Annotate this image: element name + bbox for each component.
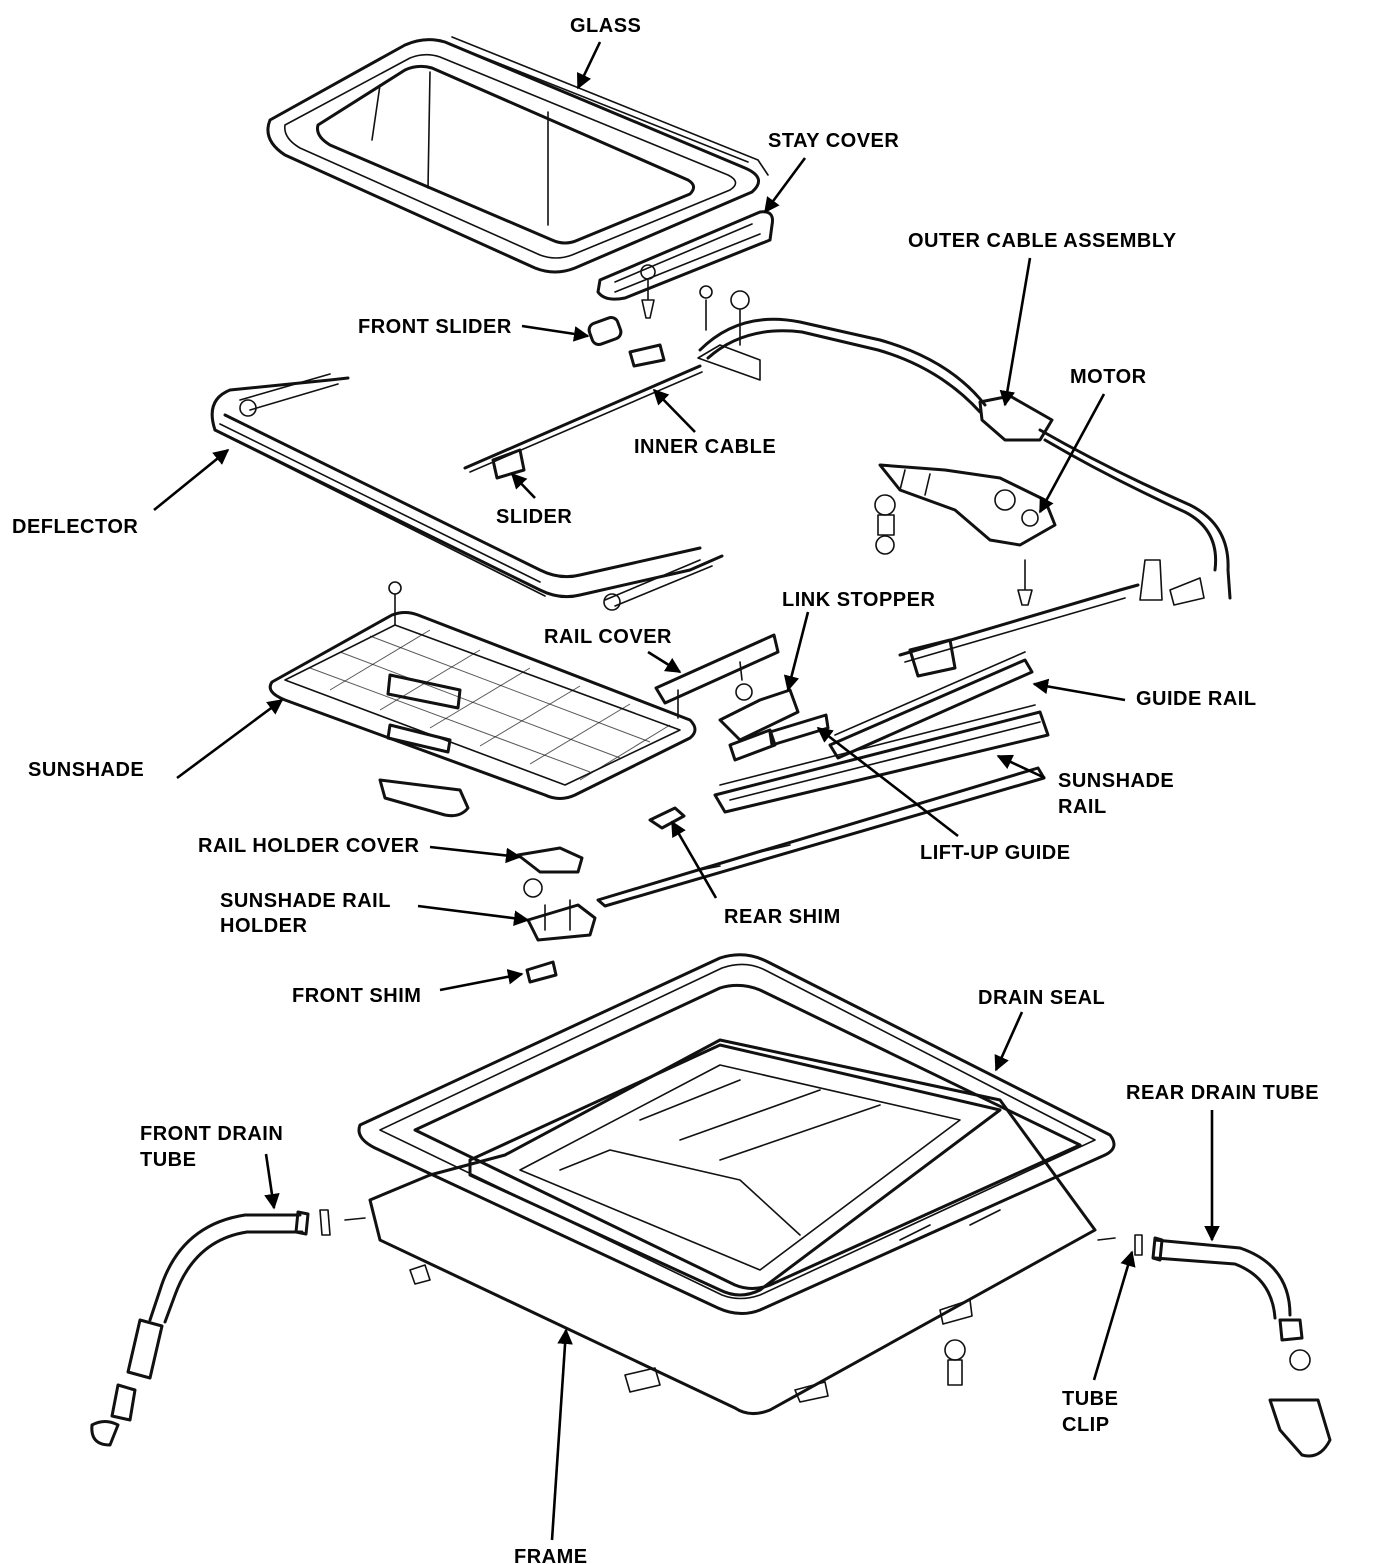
- label-sunshade: SUNSHADE: [28, 759, 144, 781]
- label-rear-shim: REAR SHIM: [724, 906, 841, 928]
- leader-drain-seal: [994, 1011, 1024, 1072]
- label-outer-cable-assembly: OUTER CABLE ASSEMBLY: [908, 230, 1177, 252]
- front-drain-tube-part: [90, 1209, 331, 1447]
- leader-glass: [576, 41, 602, 90]
- label-front-drain-tube-line1: FRONT DRAIN: [140, 1123, 283, 1145]
- part-labels: GLASS STAY COVER OUTER CABLE ASSEMBLY FR…: [12, 15, 1319, 1564]
- leader-guide-rail: [1032, 678, 1126, 702]
- label-lift-up-guide: LIFT-UP GUIDE: [920, 842, 1071, 864]
- motor-part: [874, 463, 1057, 606]
- rear-shim-part: [648, 806, 686, 830]
- leader-sunshade-rail: [996, 754, 1046, 780]
- leader-slider: [510, 472, 536, 499]
- label-drain-seal: DRAIN SEAL: [978, 987, 1105, 1009]
- inner-cable-part: [463, 364, 703, 480]
- rear-drain-tube-part: [1134, 1234, 1332, 1458]
- label-inner-cable: INNER CABLE: [634, 436, 776, 458]
- label-sunshade-rail-line1: SUNSHADE: [1058, 770, 1174, 792]
- leader-outer-cable: [999, 257, 1032, 407]
- outer-cable-assembly-part: [697, 285, 1232, 606]
- frame-part: [344, 1038, 1116, 1415]
- label-sunshade-rail-holder-line1: SUNSHADE RAIL: [220, 890, 391, 912]
- leader-tube-clip: [1092, 1250, 1136, 1381]
- deflector-part: [210, 373, 724, 611]
- leader-front-slider: [521, 324, 590, 342]
- label-sunshade-rail-line2: RAIL: [1058, 796, 1107, 818]
- leader-rear-shim: [670, 820, 718, 899]
- label-rail-cover: RAIL COVER: [544, 626, 672, 648]
- label-guide-rail: GUIDE RAIL: [1136, 688, 1257, 710]
- stay-cover-part: [596, 210, 774, 319]
- front-slider-part: [587, 316, 666, 368]
- link-stopper-part: [718, 683, 800, 762]
- label-deflector: DEFLECTOR: [12, 516, 138, 538]
- leader-lift-up-guide: [816, 726, 959, 838]
- leader-rail-holder-cover: [429, 845, 522, 864]
- leader-motor: [1038, 393, 1106, 514]
- sunshade-rail-holder-part: [523, 878, 597, 942]
- drain-seal-part: [357, 953, 1116, 1315]
- label-rail-holder-cover: RAIL HOLDER COVER: [198, 835, 420, 857]
- label-front-shim: FRONT SHIM: [292, 985, 421, 1007]
- rail-cover-part: [654, 633, 780, 719]
- leader-stay-cover: [763, 157, 807, 214]
- label-front-slider: FRONT SLIDER: [358, 316, 512, 338]
- label-rear-drain-tube: REAR DRAIN TUBE: [1126, 1082, 1319, 1104]
- label-tube-clip-line2: CLIP: [1062, 1414, 1110, 1436]
- leader-front-shim: [439, 969, 524, 992]
- glass-part: [266, 36, 769, 274]
- sunshade-rail-part: [713, 704, 1050, 814]
- label-tube-clip-line1: TUBE: [1062, 1388, 1118, 1410]
- label-front-drain-tube-line2: TUBE: [140, 1149, 196, 1171]
- leader-sunshade: [176, 698, 284, 780]
- label-motor: MOTOR: [1070, 366, 1147, 388]
- guide-rail-part: [828, 583, 1140, 760]
- leader-frame: [550, 1328, 573, 1541]
- leader-inner-cable: [652, 388, 696, 433]
- leader-link-stopper: [783, 611, 810, 692]
- label-frame: FRAME: [514, 1546, 588, 1564]
- label-stay-cover: STAY COVER: [768, 130, 899, 152]
- label-link-stopper: LINK STOPPER: [782, 589, 935, 611]
- leader-front-drain-tube: [264, 1153, 280, 1210]
- label-glass: GLASS: [570, 15, 641, 37]
- front-shim-part: [525, 960, 558, 984]
- leader-sunshade-rail-holder: [417, 904, 530, 926]
- rail-holder-cover-part: [516, 846, 584, 874]
- label-sunshade-rail-holder-line2: HOLDER: [220, 915, 308, 937]
- leader-rail-cover: [647, 650, 682, 674]
- sunshade-part: [268, 581, 697, 818]
- leader-deflector: [153, 448, 230, 512]
- leader-lines: [153, 41, 1220, 1541]
- label-slider: SLIDER: [496, 506, 572, 528]
